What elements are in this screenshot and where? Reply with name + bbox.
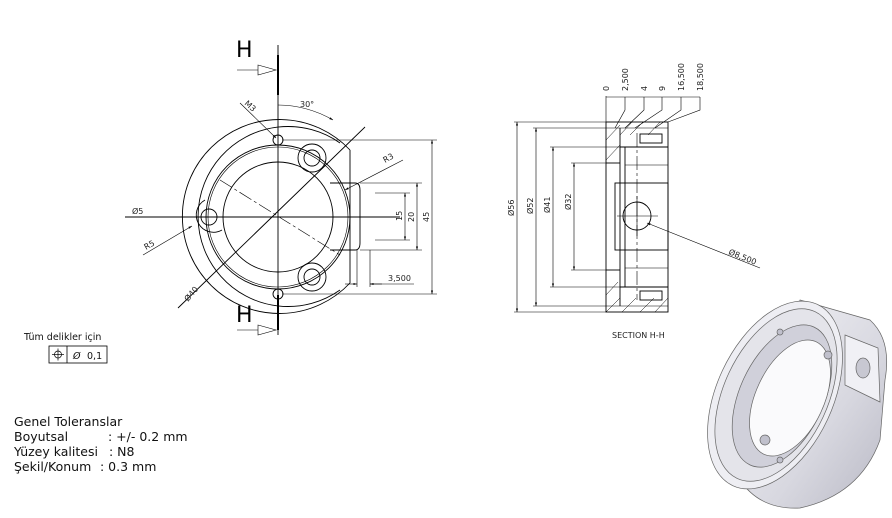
diameter-symbol: Ø [72, 351, 81, 362]
ordinate-2500: 2,500 [621, 68, 630, 91]
tolerance-value: : +/- 0.2 mm [108, 429, 188, 444]
general-tolerances-title: Genel Toleranslar [14, 414, 123, 429]
ordinate-0: 0 [602, 86, 611, 91]
dim-d52: Ø52 [525, 198, 535, 214]
tolerance-value: : N8 [109, 444, 135, 459]
tolerance-value: 0,1 [87, 351, 102, 362]
position-tolerance-icon [52, 348, 64, 361]
section-view: Ø8,500 0 2,500 4 9 16,500 18,500 Ø56 Ø52 [506, 63, 761, 340]
tolerance-label: Şekil/Konum [14, 459, 91, 474]
dim-d5: Ø5 [132, 206, 143, 216]
dim-r3: R3 [382, 152, 396, 165]
dim-angle: 30° [300, 100, 314, 109]
ordinate-4: 4 [640, 86, 649, 91]
section-arrow-bottom [237, 324, 278, 336]
section-title: SECTION H-H [612, 331, 665, 340]
dim-45: 45 [422, 212, 431, 222]
dim-hole: Ø8,500 [727, 247, 758, 267]
dim-d32: Ø32 [563, 194, 573, 210]
tolerance-value: : 0.3 mm [100, 459, 156, 474]
tolerance-label: Boyutsal [14, 429, 68, 444]
dim-3500: 3,500 [388, 274, 411, 283]
isometric-view [707, 299, 888, 509]
general-tolerances: Genel Toleranslar Boyutsal : +/- 0.2 mm … [13, 414, 188, 474]
hole-left [195, 199, 223, 233]
front-view: H H M3 30 [125, 38, 437, 336]
dim-r5: R5 [143, 239, 157, 252]
dim-m3: M3 [243, 99, 258, 114]
ordinate-18500: 18,500 [696, 63, 705, 91]
outer-circle [182, 119, 351, 314]
dim-d41: Ø41 [542, 197, 552, 213]
dim-d40: Ø40 [182, 284, 200, 303]
ordinate-16500: 16,500 [677, 63, 686, 91]
ordinate-9: 9 [658, 86, 667, 91]
dim-d56: Ø56 [506, 200, 516, 216]
section-arrow-top [237, 64, 278, 76]
section-label-bottom: H [236, 303, 253, 328]
feature-control-frame: Ø 0,1 [48, 345, 108, 364]
section-label-top: H [236, 38, 253, 63]
ordinate-dims: 0 2,500 4 9 16,500 18,500 [602, 63, 705, 129]
tolerance-caption: Tüm delikler için [23, 332, 101, 343]
dim-15: 15 [395, 211, 404, 221]
tolerance-label: Yüzey kalitesi [13, 444, 98, 459]
dim-20: 20 [407, 212, 416, 222]
hole-upper-right [297, 143, 327, 173]
hole-lower-right [297, 262, 327, 292]
